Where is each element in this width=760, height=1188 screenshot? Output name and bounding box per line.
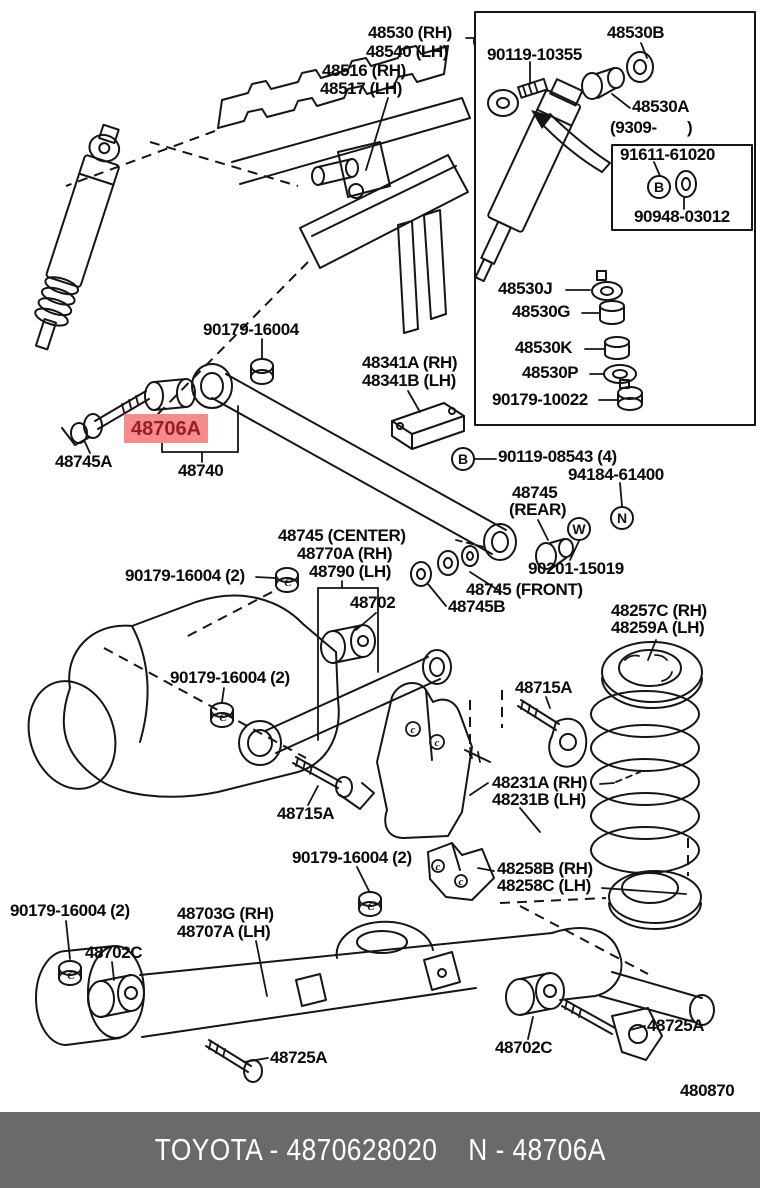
label-48530-rh: 48530 (RH) bbox=[368, 23, 452, 42]
label-48530j: 48530J bbox=[498, 279, 553, 298]
label-48703g-rh: 48703G (RH) bbox=[177, 904, 274, 923]
label-48702c-left: 48702C bbox=[85, 943, 143, 962]
label-48770a-rh: 48770A (RH) bbox=[297, 544, 393, 563]
marker-c-nut-c: C bbox=[367, 901, 375, 913]
label-48516-rh: 48516 (RH) bbox=[322, 61, 406, 80]
label-48517-lh: 48517 (LH) bbox=[320, 79, 402, 98]
label-90179-10022: 90179-10022 bbox=[492, 390, 588, 409]
c-nut-c: C bbox=[358, 891, 382, 917]
label-48259a-lh: 48259A (LH) bbox=[611, 618, 705, 637]
label-90948-03012: 90948-03012 bbox=[634, 207, 730, 226]
label-480870: 480870 bbox=[680, 1081, 735, 1100]
label-48715a-right: 48715A bbox=[515, 678, 573, 697]
label-48530k: 48530K bbox=[515, 338, 573, 357]
label-9309-range: (9309- ) bbox=[610, 118, 693, 137]
label-48530b: 48530B bbox=[607, 23, 665, 42]
label-48231a-rh: 48231A (RH) bbox=[492, 773, 588, 792]
marker-w: W bbox=[572, 521, 586, 537]
axle-housing-drawing: C C C C bbox=[35, 567, 715, 1083]
inset-box: B bbox=[474, 11, 756, 426]
frame-drawing bbox=[217, 45, 471, 334]
label-48745-rear-1: 48745 bbox=[512, 483, 558, 502]
label-90119-10355: 90119-10355 bbox=[487, 45, 582, 64]
label-90179-16004: 90179-16004 bbox=[203, 320, 299, 339]
marker-n: N bbox=[617, 510, 627, 526]
c-nut-b: C bbox=[210, 702, 234, 728]
label-48745-rear-2: (REAR) bbox=[509, 500, 567, 519]
label-48530a: 48530A bbox=[632, 97, 690, 116]
marker-c-nut-b: C bbox=[219, 712, 227, 724]
coil-spring-drawing bbox=[590, 641, 703, 930]
label-48257c-rh: 48257C (RH) bbox=[611, 601, 707, 620]
label-48341b-lh: 48341B (LH) bbox=[362, 371, 456, 390]
shock-absorber-drawing bbox=[34, 123, 121, 351]
marker-c-bracket-3: c bbox=[436, 861, 441, 873]
label-48258b-rh: 48258B (RH) bbox=[497, 859, 593, 878]
label-48530g: 48530G bbox=[512, 302, 571, 321]
marker-c-bracket-4: c bbox=[459, 876, 464, 888]
label-48745-front: 48745 (FRONT) bbox=[466, 580, 583, 599]
marker-c-bracket-2: c bbox=[435, 737, 440, 749]
leader-lines bbox=[65, 37, 689, 1063]
label-48707a-lh: 48707A (LH) bbox=[177, 922, 271, 941]
c-nut-a: C bbox=[275, 567, 299, 593]
label-48231b-lh: 48231B (LH) bbox=[492, 790, 586, 809]
marker-b-inner: B bbox=[654, 179, 664, 195]
rod-bushings-drawing: W N bbox=[410, 506, 634, 587]
label-90179-16004-2c: 90179-16004 (2) bbox=[292, 848, 412, 867]
label-48341a-rh: 48341A (RH) bbox=[362, 353, 458, 372]
label-48745a: 48745A bbox=[55, 452, 113, 471]
marker-b-main: B bbox=[458, 451, 468, 467]
label-90179-16004-2a: 90179-16004 (2) bbox=[125, 566, 245, 585]
label-48725a-right: 48725A bbox=[647, 1016, 705, 1035]
label-90201-15019: 90201-15019 bbox=[528, 559, 624, 578]
differential-housing-drawing bbox=[27, 594, 340, 798]
marker-c-bracket-1: c bbox=[411, 724, 416, 736]
label-94184-61400: 94184-61400 bbox=[568, 465, 664, 484]
marker-c-nut-d: C bbox=[67, 970, 75, 982]
label-90179-16004-2d: 90179-16004 (2) bbox=[10, 901, 130, 920]
label-48258c-lh: 48258C (LH) bbox=[497, 876, 591, 895]
label-48715a-left: 48715A bbox=[277, 804, 335, 823]
label-48540-lh: 48540 (LH) bbox=[366, 42, 448, 61]
marker-c-nut-a: C bbox=[284, 577, 292, 589]
footer-part-number-text: TOYOTA - 4870628020 N - 48706A bbox=[154, 1132, 606, 1167]
label-48745-center: 48745 (CENTER) bbox=[278, 526, 406, 545]
lateral-rod-drawing: B bbox=[61, 358, 517, 561]
label-48706a: 48706A bbox=[124, 414, 208, 443]
label-48790-lh: 48790 (LH) bbox=[309, 562, 391, 581]
label-90119-08543: 90119-08543 (4) bbox=[498, 447, 617, 466]
label-48530p: 48530P bbox=[522, 363, 579, 382]
c-nut-d: C bbox=[58, 960, 82, 986]
label-90179-16004-2b: 90179-16004 (2) bbox=[170, 668, 290, 687]
label-48725a-left: 48725A bbox=[270, 1048, 328, 1067]
label-91611-61020: 91611-61020 bbox=[620, 145, 715, 164]
label-48702c-right: 48702C bbox=[495, 1038, 553, 1057]
label-48740: 48740 bbox=[178, 461, 224, 480]
label-48745b: 48745B bbox=[448, 597, 506, 616]
label-48702: 48702 bbox=[350, 593, 396, 612]
footer-bar: TOYOTA - 4870628020 N - 48706A bbox=[0, 1112, 760, 1188]
